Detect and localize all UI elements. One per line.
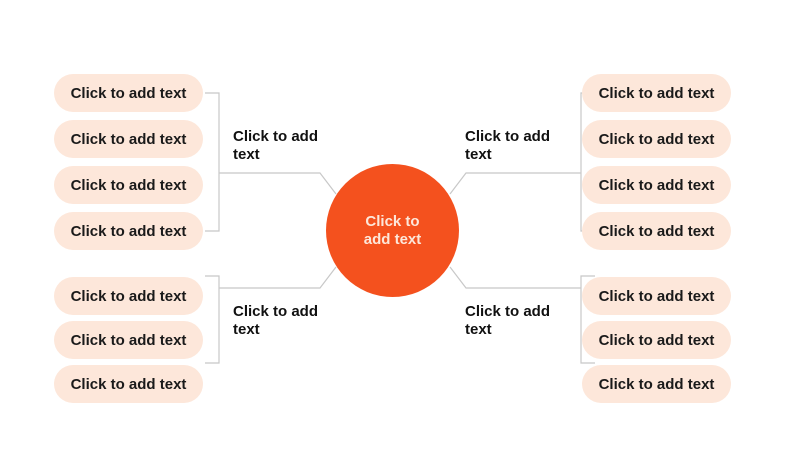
list-item[interactable]: Click to add text bbox=[582, 212, 731, 250]
list-item[interactable]: Click to add text bbox=[54, 365, 203, 403]
bracket-top-left bbox=[205, 92, 337, 232]
branch-label-bottom-left[interactable]: Click to add text bbox=[233, 303, 319, 338]
list-item[interactable]: Click to add text bbox=[54, 74, 203, 112]
bracket-bottom-right bbox=[449, 266, 595, 364]
list-item[interactable]: Click to add text bbox=[54, 212, 203, 250]
list-item[interactable]: Click to add text bbox=[582, 321, 731, 359]
branch-label-top-left[interactable]: Click to add text bbox=[233, 128, 319, 163]
branch-label-bottom-right[interactable]: Click to add text bbox=[465, 303, 551, 338]
list-item[interactable]: Click to add text bbox=[54, 120, 203, 158]
list-item[interactable]: Click to add text bbox=[582, 365, 731, 403]
list-item[interactable]: Click to add text bbox=[582, 277, 731, 315]
list-item[interactable]: Click to add text bbox=[54, 321, 203, 359]
list-item[interactable]: Click to add text bbox=[582, 74, 731, 112]
bracket-bottom-left bbox=[205, 266, 337, 364]
list-item[interactable]: Click to add text bbox=[582, 166, 731, 204]
branch-label-top-right[interactable]: Click to add text bbox=[465, 128, 551, 163]
center-node[interactable]: Click to add text bbox=[326, 164, 459, 297]
center-label: Click to add text bbox=[363, 212, 422, 248]
list-item[interactable]: Click to add text bbox=[582, 120, 731, 158]
list-item[interactable]: Click to add text bbox=[54, 277, 203, 315]
list-item[interactable]: Click to add text bbox=[54, 166, 203, 204]
